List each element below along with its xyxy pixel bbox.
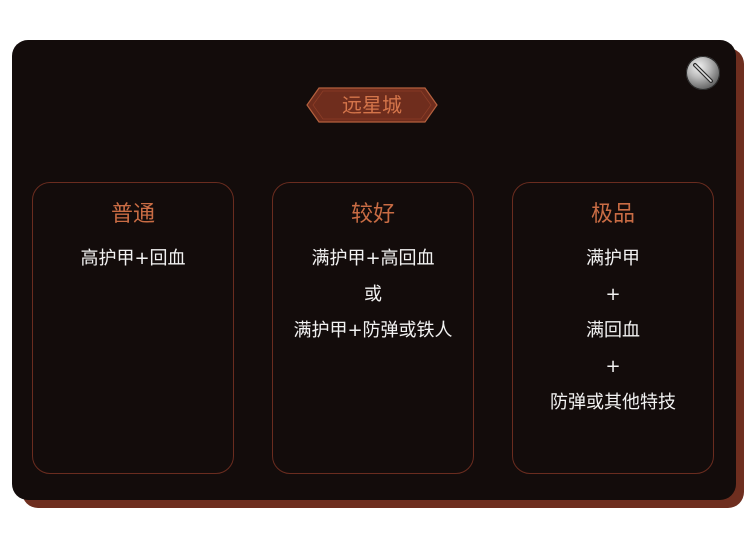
- card-normal: 普通 高护甲+回血: [32, 182, 234, 474]
- card-lines: 满护甲+高回血 或 满护甲+防弹或铁人: [273, 241, 473, 349]
- card-line: 或: [364, 284, 382, 305]
- page-title: 远星城: [342, 93, 402, 117]
- card-line: 满护甲: [586, 248, 640, 269]
- card-line: 满护甲+防弹或铁人: [293, 320, 453, 341]
- card-lines: 高护甲+回血: [33, 241, 233, 277]
- card-line: 满回血: [586, 320, 640, 341]
- card-line: 高护甲+回血: [80, 248, 186, 269]
- card-title: 极品: [590, 202, 635, 227]
- card-line: 防弹或其他特技: [550, 392, 676, 413]
- close-icon: [693, 63, 713, 83]
- card-better: 较好 满护甲+高回血 或 满护甲+防弹或铁人: [272, 182, 474, 474]
- card-line: 满护甲+高回血: [311, 248, 435, 269]
- card-title: 较好: [350, 202, 395, 227]
- card-title: 普通: [110, 202, 155, 227]
- card-line: +: [605, 356, 621, 377]
- card-best: 极品 满护甲 + 满回血 + 防弹或其他特技: [512, 182, 714, 474]
- close-button[interactable]: [686, 56, 720, 90]
- title-badge: 远星城: [305, 86, 439, 124]
- card-lines: 满护甲 + 满回血 + 防弹或其他特技: [513, 241, 713, 421]
- card-line: +: [605, 284, 621, 305]
